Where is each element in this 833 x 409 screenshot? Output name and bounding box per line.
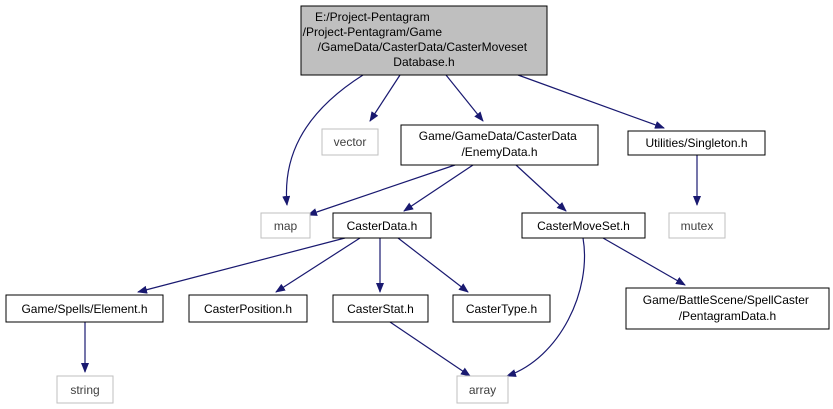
edge-enemydata-to-map (307, 164, 456, 216)
node-caster-move-set-label: CasterMoveSet.h (537, 219, 630, 233)
edge-casterstat-to-array (389, 321, 471, 377)
edge-castermoveset-to-array (506, 237, 586, 377)
node-string-label: string (70, 383, 99, 397)
dependency-edges (81, 74, 701, 377)
edge-casterdata-to-element (137, 237, 346, 294)
node-enemy-data-label: Game/GameData/CasterData /EnemyData.h (419, 129, 580, 159)
node-caster-type-label: CasterType.h (466, 302, 537, 316)
edge-root-to-singleton (517, 74, 665, 129)
node-caster-stat-label: CasterStat.h (347, 302, 414, 316)
node-element-label: Game/Spells/Element.h (21, 302, 147, 316)
node-root-file[interactable]: E:/Project-Pentagram /Project-Pentagram/… (300, 5, 548, 76)
edge-root-to-map (282, 74, 364, 206)
node-caster-data[interactable]: CasterData.h (332, 212, 432, 239)
node-singleton-label: Utilities/Singleton.h (645, 136, 747, 150)
node-vector-label: vector (334, 135, 367, 149)
node-array-label: array (469, 383, 496, 397)
node-singleton[interactable]: Utilities/Singleton.h (627, 130, 766, 156)
node-enemy-data[interactable]: Game/GameData/CasterData /EnemyData.h (400, 124, 599, 166)
edge-root-to-enemydata (445, 74, 484, 122)
edge-root-to-vector (369, 74, 401, 122)
node-caster-data-label: CasterData.h (347, 219, 418, 233)
node-mutex[interactable]: mutex (668, 212, 726, 239)
node-caster-type[interactable]: CasterType.h (452, 294, 551, 323)
node-caster-position[interactable]: CasterPosition.h (188, 294, 308, 323)
node-caster-stat[interactable]: CasterStat.h (332, 294, 429, 323)
node-pentagram-data-label: Game/BattleScene/SpellCaster /PentagramD… (643, 293, 812, 323)
edge-enemydata-to-castermoveset (515, 164, 567, 212)
edge-casterdata-to-castertype (397, 237, 469, 293)
edge-casterdata-to-casterposition (275, 237, 361, 293)
node-map[interactable]: map (260, 212, 311, 239)
node-caster-move-set[interactable]: CasterMoveSet.h (521, 212, 646, 239)
node-pentagram-data[interactable]: Game/BattleScene/SpellCaster /PentagramD… (625, 287, 830, 330)
node-mutex-label: mutex (681, 219, 714, 233)
edge-castermoveset-to-pentagramdata (602, 237, 686, 286)
node-vector[interactable]: vector (321, 128, 379, 156)
node-string[interactable]: string (56, 375, 114, 404)
edge-enemydata-to-casterdata (403, 164, 474, 212)
node-root-file-label: E:/Project-Pentagram /Project-Pentagram/… (303, 10, 531, 69)
node-caster-position-label: CasterPosition.h (204, 302, 292, 316)
node-element[interactable]: Game/Spells/Element.h (5, 294, 164, 323)
node-array[interactable]: array (456, 375, 509, 404)
node-map-label: map (274, 219, 298, 233)
